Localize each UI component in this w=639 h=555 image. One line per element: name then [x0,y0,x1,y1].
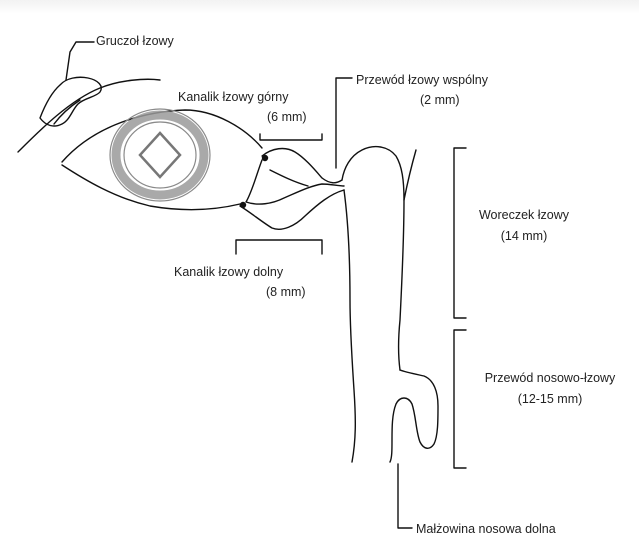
nasolacrimal-duct-right [390,370,438,462]
label-nasolacrimal-duct-size: (12-15 mm) [466,391,634,407]
iris [116,115,204,195]
label-inferior-turbinate: Małżowina nosowa dolna [416,521,556,537]
label-lacrimal-sac-size: (14 mm) [470,228,578,244]
lower-punctum [241,203,246,208]
upper-canaliculus-bracket [260,134,322,140]
label-nasolacrimal-duct: Przewód nosowo-łzowy [466,370,634,386]
common-duct-pointer [336,78,352,168]
label-lower-canaliculus-size: (8 mm) [266,284,306,300]
label-lacrimal-gland: Gruczoł łzowy [96,33,174,49]
lower-canaliculus [240,190,344,229]
nasolacrimal-duct-left [344,190,355,462]
label-upper-canaliculus: Kanalik łzowy górny [178,89,288,105]
upper-punctum [263,156,268,161]
label-common-duct-size: (2 mm) [420,92,460,108]
label-lower-canaliculus: Kanalik łzowy dolny [174,264,283,280]
iris-outer-ring [110,109,210,201]
lacrimal-gland-shape [40,77,101,126]
label-upper-canaliculus-size: (6 mm) [267,109,307,125]
duct-bracket [454,330,466,468]
label-lacrimal-sac: Woreczek łzowy [470,207,578,223]
upper-canaliculus [262,149,342,183]
canaliculus-inner [270,170,308,186]
duct-wall-right [404,150,416,200]
label-common-duct: Przewód łzowy wspólny [356,72,488,88]
sac-bracket [454,148,466,318]
gland-pointer-line [66,42,94,80]
lower-canaliculus-bracket [236,240,322,254]
pupil [140,133,180,177]
turbinate-pointer-line [398,464,412,528]
